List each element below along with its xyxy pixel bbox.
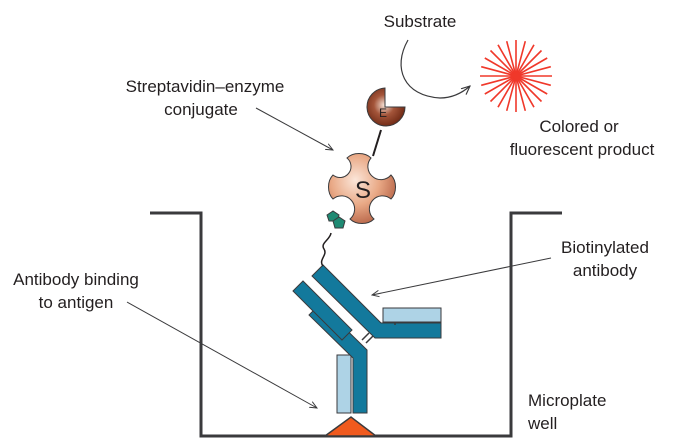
product-burst-ray (515, 75, 548, 95)
antibody-light-chain-horizontal (382, 307, 442, 323)
substrate-label: Substrate (384, 12, 457, 31)
conjugate-arrow (255, 107, 333, 150)
enzyme-label: E (379, 106, 387, 120)
product-burst-ray (489, 75, 517, 103)
biotin-icon (332, 216, 346, 229)
disulfide-bond (365, 335, 374, 344)
product-burst-ray (480, 65, 517, 77)
well-label-line1: Microplate (528, 391, 606, 410)
well-label-line2: well (527, 414, 557, 433)
antigen-triangle (322, 416, 379, 437)
binding-label-line1: Antibody binding (13, 270, 139, 289)
enzyme-shape (366, 87, 406, 127)
conjugate-linker (372, 129, 382, 157)
product-burst-ray (505, 40, 517, 77)
product-label-line1: Colored or (539, 117, 619, 136)
product-burst-ray (505, 75, 517, 112)
product-burst-ray (480, 75, 517, 87)
binding-arrow (126, 301, 317, 408)
disulfide-bond (361, 332, 370, 341)
antibody-light-chain-diagonal (292, 280, 353, 341)
product-burst-ray (515, 49, 543, 77)
conjugate-label-line1: Streptavidin–enzyme (126, 77, 285, 96)
product-burst-ray (515, 40, 527, 77)
biotinylated-label-line1: Biotinylated (561, 238, 649, 257)
conjugate-label-line2: conjugate (164, 100, 238, 119)
antibody-light-chain-vertical (336, 354, 352, 414)
biotinylated-arrow (372, 257, 552, 295)
biotin-linker (320, 232, 332, 267)
biotinylated-label-line2: antibody (573, 261, 638, 280)
streptavidin-shape (328, 153, 396, 224)
product-burst-icon (480, 40, 552, 112)
product-burst-ray (515, 75, 543, 103)
product-label-line2: fluorescent product (510, 140, 655, 159)
binding-label-line2: to antigen (39, 293, 114, 312)
product-burst-ray (515, 57, 548, 77)
product-burst-ray (497, 44, 517, 77)
streptavidin-label: S (355, 177, 371, 204)
product-burst-ray (515, 75, 552, 87)
product-burst-ray (515, 44, 535, 77)
substrate-arrow (400, 39, 470, 99)
product-burst-center (513, 73, 519, 79)
product-burst-ray (515, 75, 535, 108)
product-burst-ray (497, 75, 517, 108)
product-burst-ray (515, 75, 527, 112)
product-burst-ray (484, 75, 517, 95)
product-burst-ray (515, 65, 552, 77)
product-burst-ray (484, 57, 517, 77)
product-burst-ray (489, 49, 517, 77)
